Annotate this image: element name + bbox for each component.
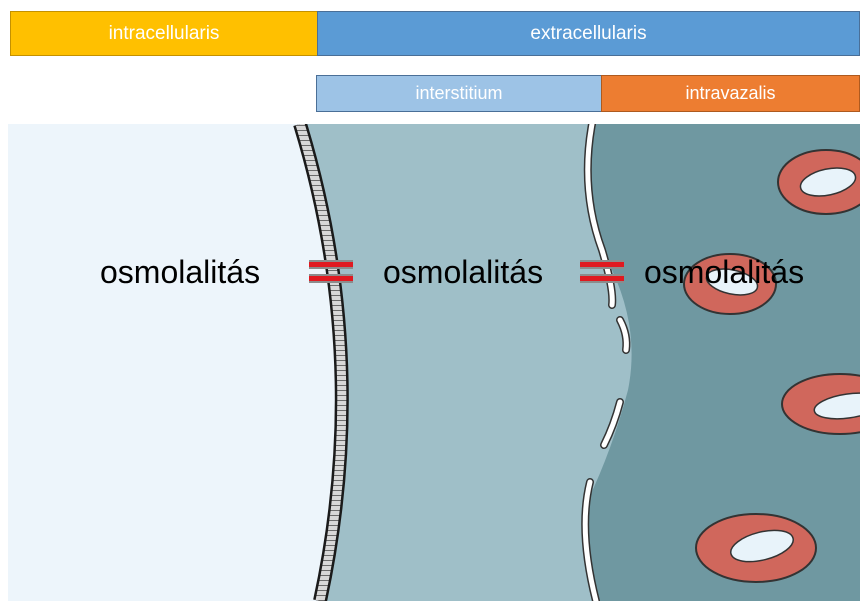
intravascular-osmolality-label: osmolalitás bbox=[644, 254, 805, 290]
interstitium-label: interstitium bbox=[415, 83, 503, 103]
extracellular-header-bar: extracellularis bbox=[317, 11, 860, 56]
equals-icon bbox=[309, 260, 353, 286]
red-blood-cell bbox=[781, 373, 860, 435]
intravascular-label: intravazalis bbox=[685, 83, 776, 103]
extracellular-label: extracellularis bbox=[530, 22, 647, 44]
equals-icon bbox=[580, 260, 624, 286]
intracellular-header-bar: intracellularis bbox=[10, 11, 318, 56]
cell-membrane-layer bbox=[295, 124, 347, 601]
intracellular-osmolality-label: osmolalitás bbox=[100, 254, 261, 290]
intracellular-label: intracellularis bbox=[108, 22, 220, 44]
vessel-lumen-region bbox=[584, 124, 860, 601]
intravascular-header-bar: intravazalis bbox=[601, 75, 860, 112]
red-blood-cell bbox=[683, 253, 777, 315]
interstitium-header-bar: interstitium bbox=[316, 75, 602, 112]
interstitial-osmolality-label: osmolalitás bbox=[383, 254, 544, 290]
red-blood-cell bbox=[777, 149, 860, 215]
red-blood-cell bbox=[695, 513, 817, 583]
